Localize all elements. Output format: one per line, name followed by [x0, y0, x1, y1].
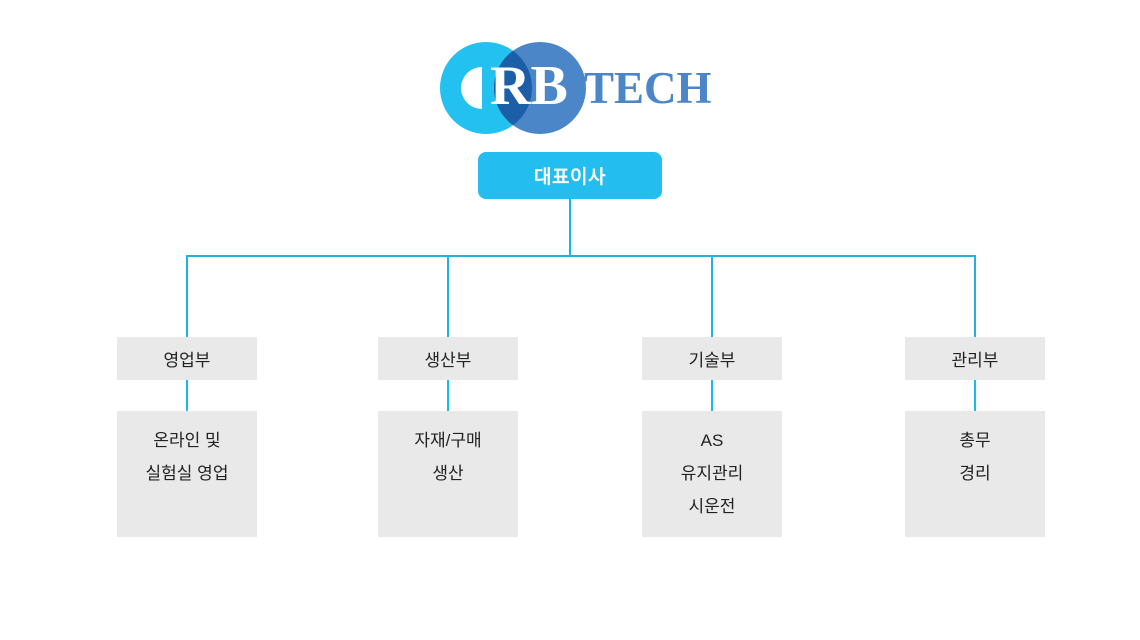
node-department-sales-label: 영업부 [163, 351, 211, 370]
department-column-management: 관리부 총무 경리 [905, 255, 1045, 537]
node-team-technical[interactable]: AS 유지관리 시운전 [642, 411, 782, 537]
team-item: 시운전 [688, 497, 736, 516]
team-item: 경리 [959, 464, 991, 483]
node-department-technical[interactable]: 기술부 [642, 337, 782, 380]
connector-bus-to-management [974, 255, 976, 337]
logo-text-tech: TECH [584, 63, 712, 113]
team-item: AS [700, 431, 724, 450]
rbtech-circles-logo-icon [440, 42, 586, 134]
node-department-sales[interactable]: 영업부 [117, 337, 257, 380]
team-item: 자재/구매 [414, 431, 482, 450]
connector-production-head-to-body [447, 380, 449, 411]
department-column-production: 생산부 자재/구매 생산 [378, 255, 518, 537]
node-department-management-label: 관리부 [951, 351, 999, 370]
node-ceo-label: 대표이사 [534, 167, 606, 188]
node-team-management[interactable]: 총무 경리 [905, 411, 1045, 537]
connector-horizontal-bus [186, 255, 976, 257]
team-item: 생산 [432, 464, 464, 483]
node-department-production[interactable]: 생산부 [378, 337, 518, 380]
node-ceo[interactable]: 대표이사 [478, 152, 662, 199]
node-department-management[interactable]: 관리부 [905, 337, 1045, 380]
department-column-sales: 영업부 온라인 및 실험실 영업 [117, 255, 257, 537]
connector-bus-to-sales [186, 255, 188, 337]
connector-bus-to-production [447, 255, 449, 337]
department-column-technical: 기술부 AS 유지관리 시운전 [642, 255, 782, 537]
connector-bus-to-technical [711, 255, 713, 337]
team-item: 실험실 영업 [145, 464, 229, 483]
team-item: 총무 [959, 431, 991, 450]
team-item: 유지관리 [680, 464, 744, 483]
node-team-production[interactable]: 자재/구매 생산 [378, 411, 518, 537]
connector-management-head-to-body [974, 380, 976, 411]
node-team-sales[interactable]: 온라인 및 실험실 영업 [117, 411, 257, 537]
company-logo: RB TECH [440, 42, 712, 134]
node-department-production-label: 생산부 [424, 351, 472, 370]
team-item: 온라인 및 [153, 431, 221, 450]
connector-technical-head-to-body [711, 380, 713, 411]
connector-sales-head-to-body [186, 380, 188, 411]
node-department-technical-label: 기술부 [688, 351, 736, 370]
connector-ceo-to-bus [569, 199, 571, 256]
